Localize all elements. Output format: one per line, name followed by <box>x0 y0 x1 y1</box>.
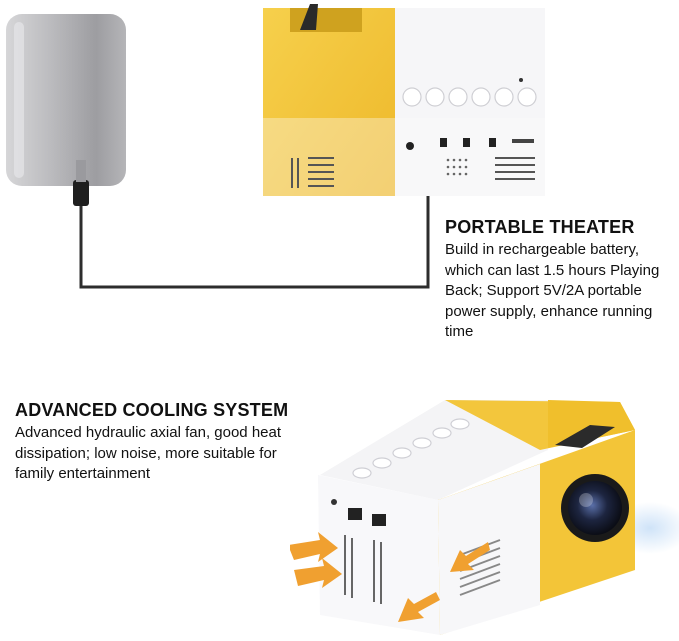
usb-cable-image <box>79 188 430 289</box>
portable-line: Back; Support 5V/2A portable <box>445 282 642 299</box>
portable-theater-heading: PORTABLE THEATER <box>445 217 635 237</box>
portable-line: time <box>445 323 474 340</box>
airflow-arrow-icon <box>290 532 490 622</box>
projector-image-top <box>263 4 545 196</box>
portable-line: which can last 1.5 hours Playing <box>445 261 660 279</box>
bottom-illustration <box>290 400 679 635</box>
power-bank-image <box>6 14 126 186</box>
cooling-system-description: Advanced hydraulic axial fan, good heat … <box>15 423 315 485</box>
top-illustration <box>6 4 545 289</box>
lens-image <box>561 474 629 542</box>
portable-theater-description: Build in rechargeable battery, which can… <box>445 240 677 343</box>
cooling-line: Advanced hydraulic axial fan, good heat <box>15 424 282 441</box>
cooling-line: dissipation; low noise, more suitable fo… <box>15 444 277 462</box>
portable-line: Build in rechargeable battery, <box>445 241 640 258</box>
cooling-line: family entertainment <box>15 465 151 482</box>
cooling-system-heading: ADVANCED COOLING SYSTEM <box>15 400 289 420</box>
portable-line: power supply, enhance running <box>445 302 653 320</box>
